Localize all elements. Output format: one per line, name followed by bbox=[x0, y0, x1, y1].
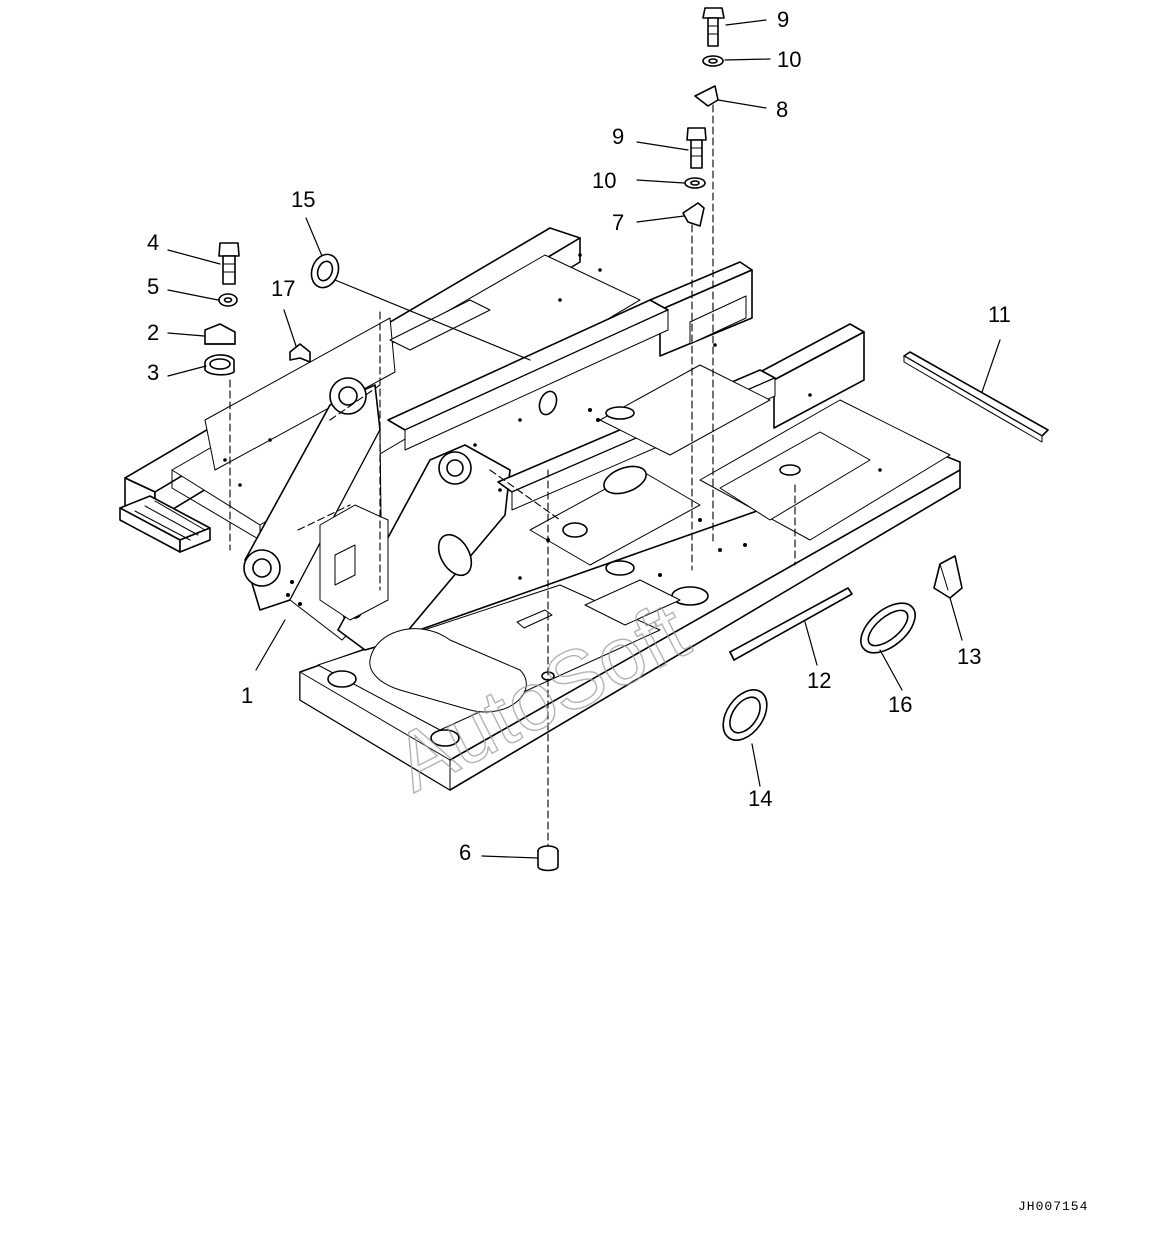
callout-8: 8 bbox=[776, 97, 788, 122]
leader-lines bbox=[167, 19, 1001, 859]
callout-6: 6 bbox=[459, 840, 471, 865]
callout-9-lower: 9 bbox=[612, 124, 624, 149]
bracket-8 bbox=[694, 85, 719, 107]
grommet-15 bbox=[310, 253, 340, 289]
seal-14 bbox=[722, 689, 768, 741]
callout-16: 16 bbox=[888, 692, 912, 717]
callout-3: 3 bbox=[147, 360, 159, 385]
callout-labels: 9 10 8 9 10 7 15 4 5 17 2 3 11 1 12 13 1… bbox=[147, 7, 1011, 865]
gasket-3 bbox=[204, 354, 235, 376]
callout-13: 13 bbox=[957, 644, 981, 669]
clip-17 bbox=[289, 343, 311, 363]
drawing-reference-code: JH007154 bbox=[1018, 1199, 1088, 1214]
callout-1: 1 bbox=[241, 683, 253, 708]
callout-12: 12 bbox=[807, 668, 831, 693]
bracket-7 bbox=[682, 202, 705, 227]
callout-15: 15 bbox=[291, 187, 315, 212]
callout-7: 7 bbox=[612, 210, 624, 235]
callout-9-upper: 9 bbox=[777, 7, 789, 32]
callout-11: 11 bbox=[988, 302, 1011, 327]
cap-6 bbox=[537, 845, 559, 872]
frame-bolt-holes bbox=[223, 253, 882, 606]
callout-17: 17 bbox=[271, 276, 295, 301]
wedge-13 bbox=[933, 555, 963, 599]
washer-5 bbox=[218, 293, 238, 307]
callout-2: 2 bbox=[147, 320, 159, 345]
strip-12 bbox=[729, 587, 853, 661]
callout-4: 4 bbox=[147, 230, 159, 255]
callout-10-lower: 10 bbox=[592, 168, 616, 193]
plate-2 bbox=[204, 323, 236, 345]
assembly-centerlines bbox=[229, 104, 796, 846]
callout-14: 14 bbox=[748, 786, 772, 811]
callout-5: 5 bbox=[147, 274, 159, 299]
washer-10-lower bbox=[684, 177, 706, 189]
bolt-4 bbox=[218, 242, 240, 285]
seal-16 bbox=[860, 602, 916, 654]
bar-11 bbox=[903, 351, 1049, 443]
bolt-9-upper bbox=[702, 7, 725, 47]
washer-10-upper bbox=[702, 55, 724, 67]
bolt-9-lower bbox=[686, 127, 707, 169]
callout-10-upper: 10 bbox=[777, 47, 801, 72]
